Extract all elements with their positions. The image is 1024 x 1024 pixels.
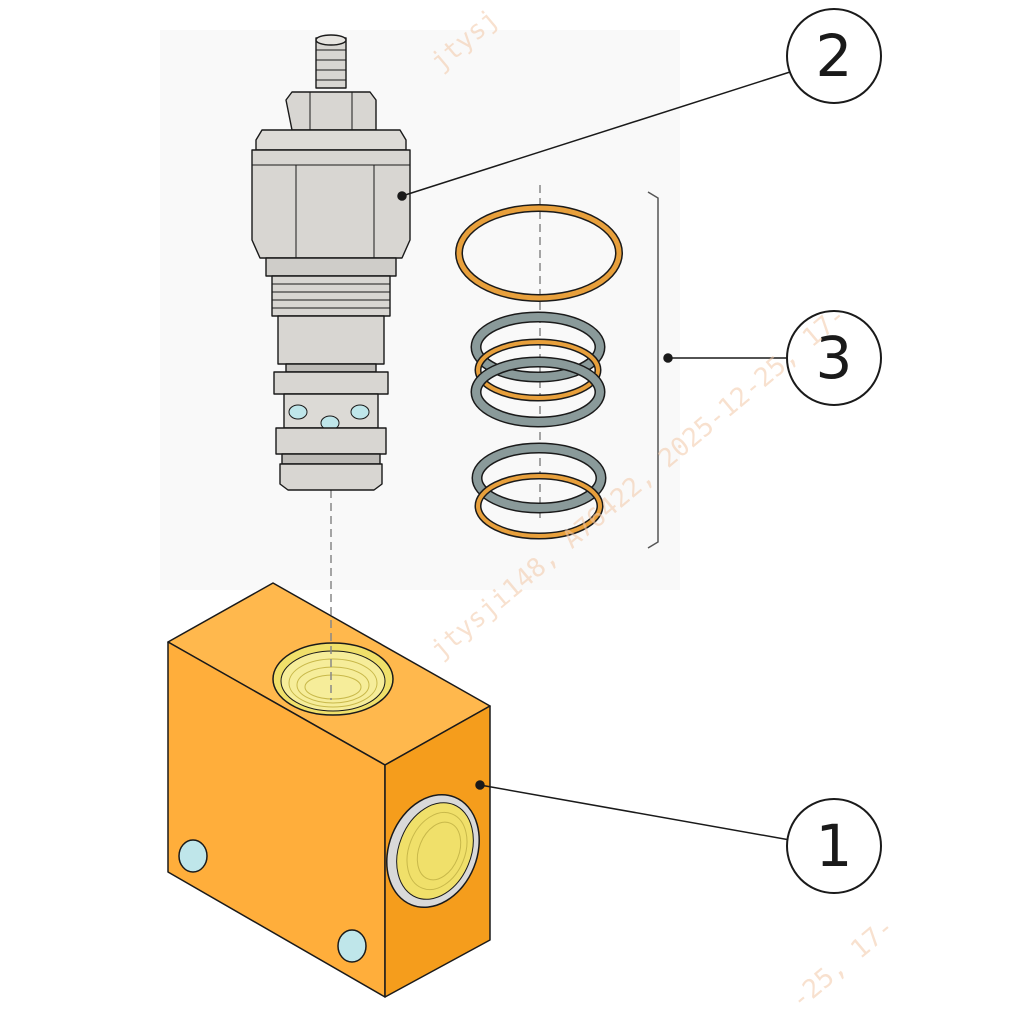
lock-nut — [285, 91, 377, 131]
valve-cap — [255, 129, 407, 151]
valve-neck — [265, 257, 397, 277]
leader-line-2 — [401, 71, 791, 197]
leader-line-1 — [479, 784, 791, 841]
valve-groove-1 — [285, 363, 377, 373]
cartridge-valve — [251, 34, 411, 491]
seal-kit-bracket — [647, 191, 659, 549]
leader-lines — [397, 71, 791, 841]
callout-2: 2 — [786, 8, 882, 104]
callout-1: 1 — [786, 798, 882, 894]
valve-land-3 — [275, 427, 387, 455]
side-threaded-port — [386, 794, 480, 908]
port-hole-icon — [350, 404, 370, 420]
valve-groove-2 — [281, 453, 381, 465]
watermark-text-3: -25, 17- — [785, 912, 900, 1015]
valve-tip — [279, 463, 383, 491]
callout-3: 3 — [786, 310, 882, 406]
hex-body — [251, 149, 411, 259]
mounting-hole-right — [337, 929, 367, 963]
valve-land-1 — [277, 315, 385, 365]
seal-kit — [455, 185, 659, 549]
mounting-hole-left — [178, 839, 208, 873]
port-hole-icon — [288, 404, 308, 420]
valve-land-2 — [273, 371, 389, 395]
callout-label-1: 1 — [816, 812, 853, 880]
manifold-block — [167, 582, 491, 998]
callout-label-3: 3 — [816, 324, 853, 392]
callout-label-2: 2 — [816, 22, 853, 90]
threaded-section — [271, 275, 391, 317]
top-threaded-port — [272, 642, 394, 716]
